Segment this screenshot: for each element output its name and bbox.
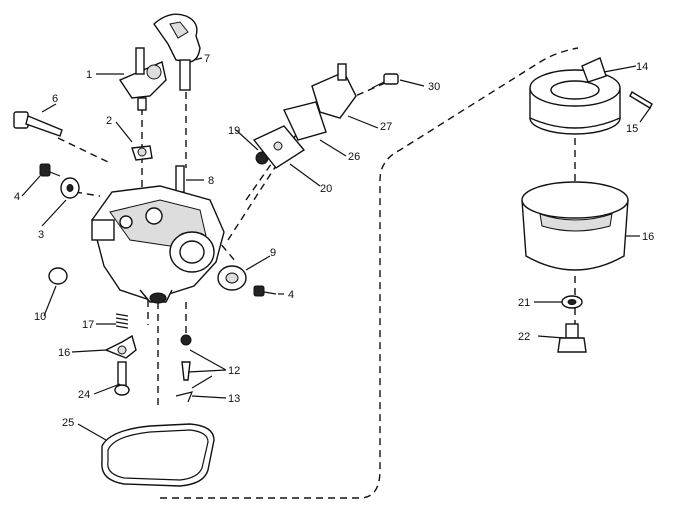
part-1-throttle-lever bbox=[118, 47, 167, 111]
callout-24: 24 bbox=[78, 389, 90, 401]
part-16-float-bowl bbox=[521, 181, 629, 271]
part-20-plate bbox=[252, 125, 306, 169]
callout-9: 9 bbox=[270, 247, 276, 259]
part-26-bracket bbox=[283, 101, 327, 141]
part-4-screw-upper bbox=[39, 163, 61, 177]
alignment-line-27 bbox=[227, 109, 313, 241]
assembly-boundary-line bbox=[160, 47, 579, 499]
part-7-choke-plate bbox=[153, 13, 201, 91]
callout-21: 21 bbox=[518, 297, 530, 309]
part-18-throttle-stop bbox=[104, 334, 137, 359]
callout-25: 25 bbox=[62, 417, 74, 429]
callout-4-lower: 4 bbox=[288, 289, 294, 301]
part-22-bowl-nut bbox=[557, 323, 587, 353]
part-17-spring bbox=[115, 313, 129, 329]
callout-10: 10 bbox=[34, 311, 46, 323]
callout-17: 17 bbox=[82, 319, 94, 331]
part-24-idle-screw bbox=[114, 361, 130, 396]
callout-22: 22 bbox=[518, 331, 530, 343]
callout-16-bowl: 16 bbox=[642, 231, 654, 243]
part-12-needle-seat bbox=[180, 334, 192, 381]
part-9-plug bbox=[217, 265, 247, 291]
part-27-linkage-bracket bbox=[311, 63, 357, 119]
callout-1: 1 bbox=[86, 69, 92, 81]
part-4-screw-lower bbox=[253, 285, 277, 297]
callout-13: 13 bbox=[228, 393, 240, 405]
callout-30: 30 bbox=[428, 81, 440, 93]
callout-19: 19 bbox=[228, 125, 240, 137]
alignment-line-6 bbox=[57, 137, 109, 163]
part-2-clip bbox=[131, 145, 153, 161]
part-21-washer bbox=[561, 295, 583, 309]
callout-26: 26 bbox=[348, 151, 360, 163]
callout-16-throttle-stop: 16 bbox=[58, 347, 70, 359]
part-8-pin bbox=[175, 165, 185, 193]
leader-lines bbox=[21, 57, 651, 441]
part-6-mixture-screw bbox=[13, 111, 63, 137]
callout-7: 7 bbox=[204, 53, 210, 65]
carburetor-body bbox=[91, 185, 225, 304]
callout-15: 15 bbox=[626, 123, 638, 135]
callout-2: 2 bbox=[106, 115, 112, 127]
callout-8: 8 bbox=[208, 175, 214, 187]
alignment-line-3 bbox=[74, 191, 101, 197]
part-10-cap bbox=[48, 267, 68, 285]
part-25-bowl-gasket bbox=[101, 423, 215, 487]
part-15-float-pin bbox=[629, 91, 653, 109]
callout-20: 20 bbox=[320, 183, 332, 195]
callout-6: 6 bbox=[52, 93, 58, 105]
callout-27: 27 bbox=[380, 121, 392, 133]
part-30-screw bbox=[371, 73, 399, 89]
callout-4-upper: 4 bbox=[14, 191, 20, 203]
callout-14: 14 bbox=[636, 61, 648, 73]
callout-3: 3 bbox=[38, 229, 44, 241]
callout-12: 12 bbox=[228, 365, 240, 377]
part-14-float bbox=[529, 57, 621, 135]
part-13-clip bbox=[175, 391, 193, 403]
